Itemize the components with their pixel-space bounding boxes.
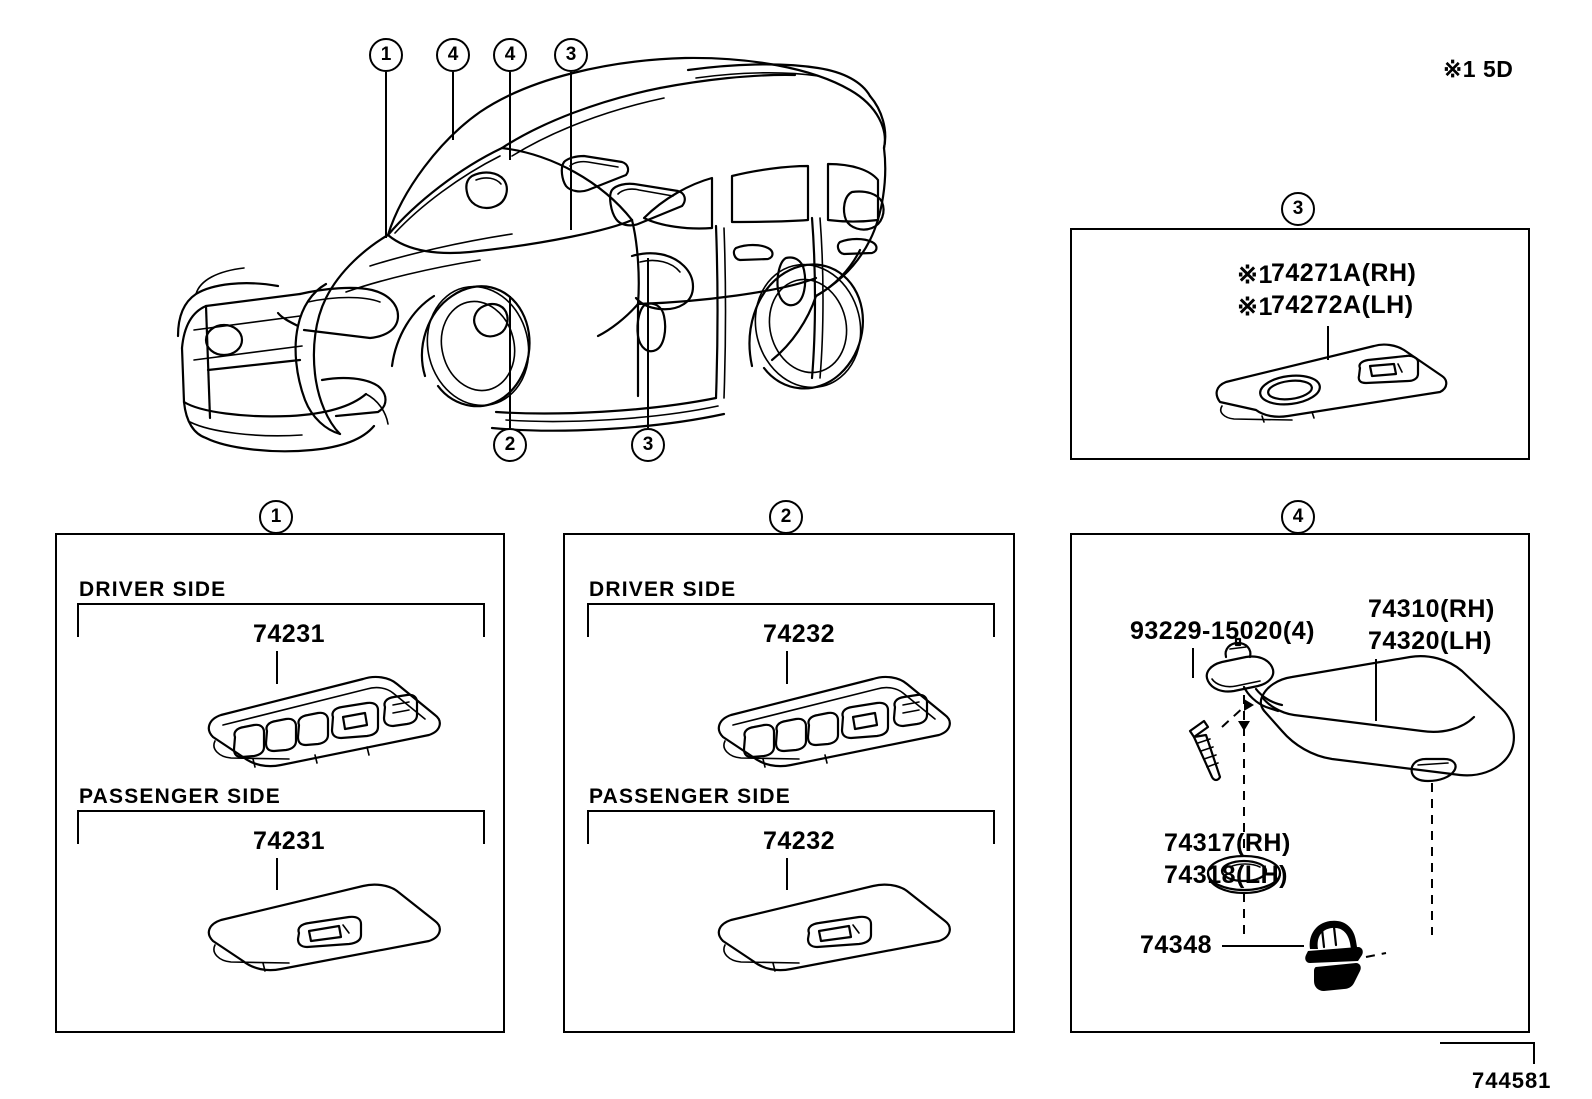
rear-door-switch-bezel-drawing xyxy=(1202,342,1462,423)
callout-bubble-1[interactable]: 1 xyxy=(369,38,403,72)
panel-4-box: 93229-15020(4) 74310(RH) 74320(LH) xyxy=(1070,533,1530,1033)
panel-3-part-2-note: ※1 xyxy=(1237,293,1273,321)
callout-bubble-3-bottom[interactable]: 3 xyxy=(631,428,665,462)
panel-2-passenger-part-number[interactable]: 74232 xyxy=(763,827,836,855)
panel-1-passenger-bracket xyxy=(77,810,485,844)
panel-3-number-bubble[interactable]: 3 xyxy=(1281,192,1315,226)
panel-3-leader-line xyxy=(1327,326,1329,360)
callout-bubble-4-a[interactable]: 4 xyxy=(436,38,470,72)
panel-2-passenger-heading: PASSENGER SIDE xyxy=(589,785,791,808)
leader-line-callout-4b xyxy=(509,72,511,160)
rear-passenger-window-switch-bezel-drawing xyxy=(707,883,957,975)
panel-2-box: DRIVER SIDE 74232 PASSENGER SIDE xyxy=(563,533,1015,1033)
panel-4-visor-leader-line xyxy=(1375,659,1377,721)
panel-1-driver-leader-line xyxy=(276,651,278,684)
panel-2-passenger-leader-line xyxy=(786,858,788,890)
panel-2-passenger-bracket xyxy=(587,810,995,844)
callout-bubble-2[interactable]: 2 xyxy=(493,428,527,462)
callout-bubble-3-top[interactable]: 3 xyxy=(554,38,588,72)
panel-4-number-bubble[interactable]: 4 xyxy=(1281,500,1315,534)
panel-1-number-bubble[interactable]: 1 xyxy=(259,500,293,534)
panel-4-visor-rh-part-number[interactable]: 74310(RH) xyxy=(1368,595,1495,623)
panel-4-screw-part-number[interactable]: 93229-15020(4) xyxy=(1130,617,1315,645)
leader-line-callout-1 xyxy=(385,72,387,238)
panel-3-part-1-number[interactable]: 74271A(RH) xyxy=(1271,259,1417,287)
panel-1-box: DRIVER SIDE 74231 xyxy=(55,533,505,1033)
global-note-text: ※1 5D xyxy=(1443,56,1514,82)
panel-2-driver-heading: DRIVER SIDE xyxy=(589,578,737,601)
drawing-number-text: 744581 xyxy=(1472,1068,1552,1093)
passenger-window-switch-bezel-drawing xyxy=(197,883,447,975)
drawing-number-corner-mark xyxy=(1440,1042,1535,1064)
panel-1-driver-heading: DRIVER SIDE xyxy=(79,578,227,601)
leader-line-callout-2 xyxy=(509,296,511,428)
panel-4-screw-leader-line xyxy=(1192,648,1194,678)
vehicle-illustration xyxy=(140,30,900,470)
panel-2-number-bubble[interactable]: 2 xyxy=(769,500,803,534)
leader-line-callout-3-top xyxy=(570,72,572,230)
panel-3-part-1-note: ※1 xyxy=(1237,261,1273,289)
panel-2-driver-part-number[interactable]: 74232 xyxy=(763,620,836,648)
leader-line-callout-4a xyxy=(452,72,454,140)
panel-1-passenger-leader-line xyxy=(276,858,278,890)
panel-4-visor-lh-part-number[interactable]: 74320(LH) xyxy=(1368,627,1492,655)
callout-bubble-4-b[interactable]: 4 xyxy=(493,38,527,72)
rear-driver-window-switch-bezel-drawing xyxy=(707,675,957,775)
driver-window-switch-bezel-drawing xyxy=(197,675,447,775)
sun-visor-clip-drawing xyxy=(1300,913,1390,995)
panel-2-driver-leader-line xyxy=(786,651,788,684)
panel-1-passenger-heading: PASSENGER SIDE xyxy=(79,785,281,808)
sun-visor-assembly-drawing xyxy=(1182,635,1527,945)
panel-2-driver-bracket xyxy=(587,603,995,637)
panel-3-part-2-number[interactable]: 74272A(LH) xyxy=(1271,291,1414,319)
panel-4-cap-lh-part-number[interactable]: 74318(LH) xyxy=(1164,861,1288,889)
panel-1-driver-bracket xyxy=(77,603,485,637)
panel-1-passenger-part-number[interactable]: 74231 xyxy=(253,827,326,855)
panel-4-clip-leader-line xyxy=(1222,945,1304,947)
leader-line-callout-3-bottom xyxy=(647,258,649,428)
panel-4-clip-part-number[interactable]: 74348 xyxy=(1140,931,1213,959)
panel-3-box: ※1 74271A(RH) ※1 74272A(LH) xyxy=(1070,228,1530,460)
panel-1-driver-part-number[interactable]: 74231 xyxy=(253,620,326,648)
panel-4-cap-rh-part-number[interactable]: 74317(RH) xyxy=(1164,829,1291,857)
